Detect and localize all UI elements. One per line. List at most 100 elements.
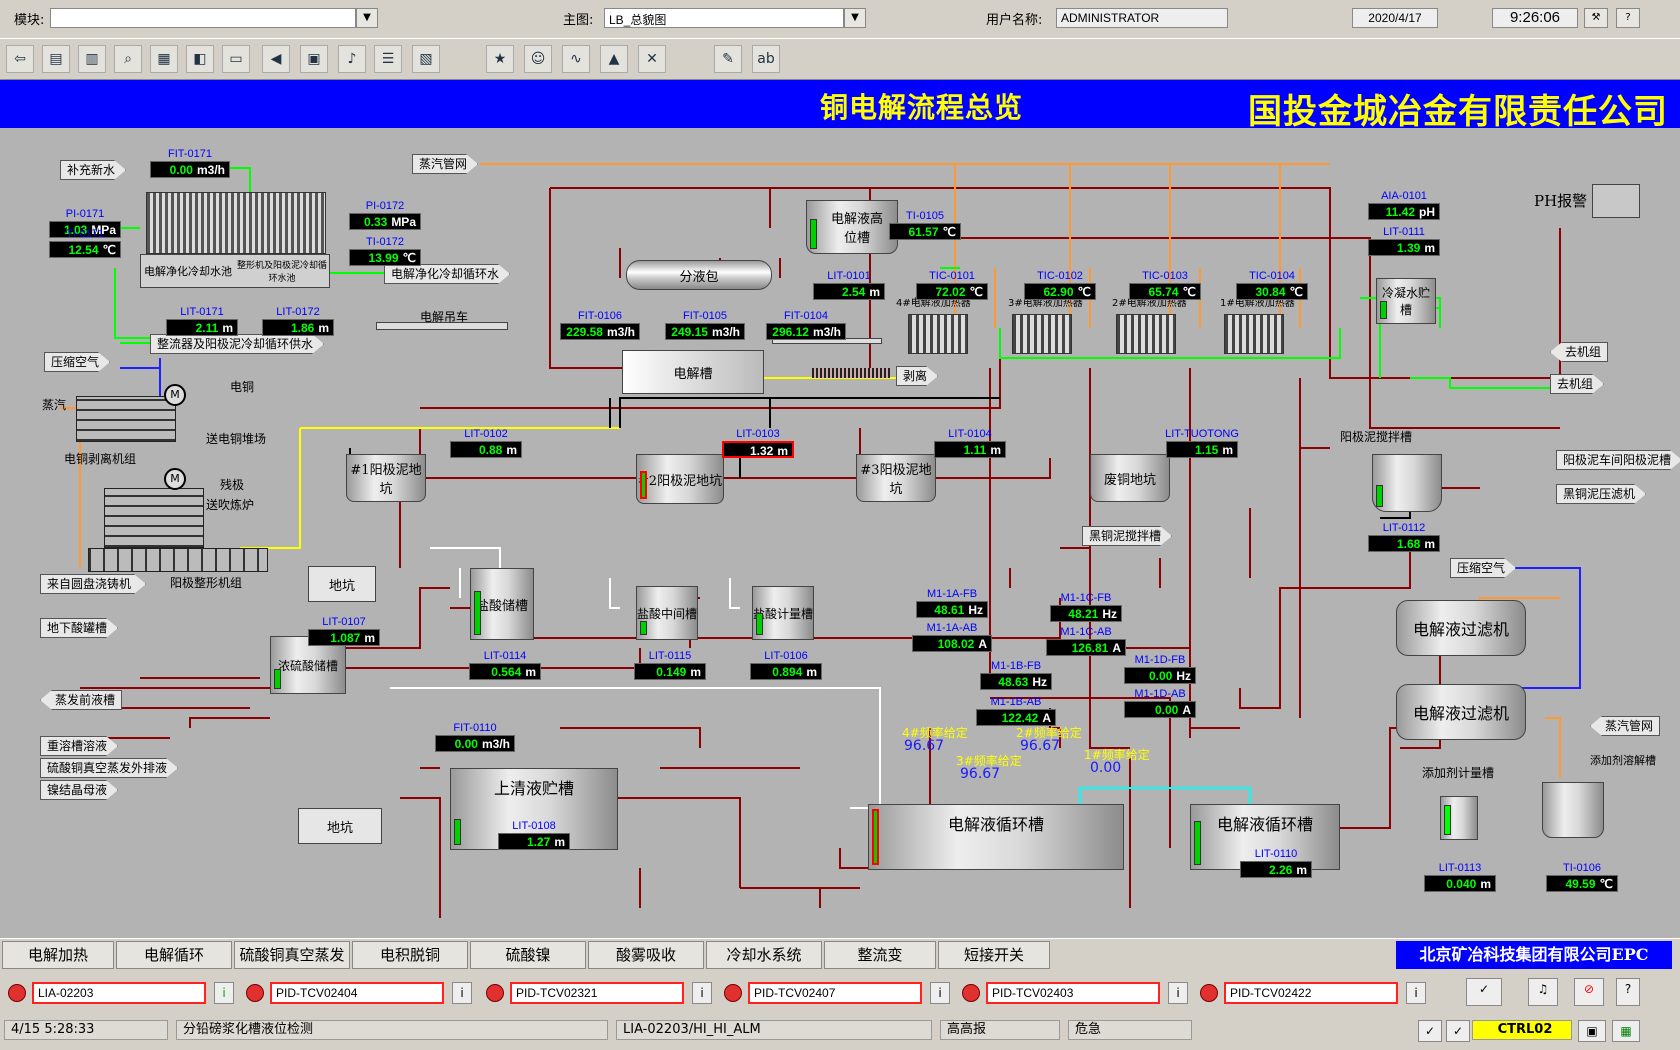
circulation-tank-2[interactable]: 电解液循环槽 [1190,804,1340,870]
slurry-pit-3[interactable]: #3阳极泥地坑 [856,454,936,502]
nav-button[interactable]: 电解循环 [116,941,232,969]
grid-icon[interactable]: ▦ [150,45,178,73]
instrument-value[interactable]: 13.99℃ [349,249,421,266]
nav-button[interactable]: 硫酸铜真空蒸发 [234,941,350,969]
tools-icon[interactable]: ✕ [638,45,666,73]
alarm-item[interactable]: PID-TCV02422 [1224,982,1398,1004]
exit-icon[interactable]: ⇦ [6,45,34,73]
trend-icon[interactable]: ∿ [562,45,590,73]
edit-icon[interactable]: ✎ [714,45,742,73]
instrument-value[interactable]: 72.02℃ [916,283,988,300]
fenye-tank[interactable]: 分液包 [626,260,772,290]
heater-1[interactable] [1224,314,1284,354]
users-icon[interactable]: ☺ [524,45,552,73]
data-icon[interactable]: ★ [486,45,514,73]
instrument-value[interactable]: 49.59℃ [1546,875,1618,892]
grid-status-icon[interactable]: ▦ [1612,1020,1640,1042]
columns-icon[interactable]: ▥ [78,45,106,73]
slurry-pit-2[interactable]: #2阳极泥地坑 [636,454,724,504]
alarm-info-button[interactable]: i [1168,982,1188,1004]
alarm-info-button[interactable]: i [1406,982,1426,1004]
condensate-tank[interactable]: 冷凝水贮槽 [1376,278,1436,324]
back-icon[interactable]: ◀ [262,45,290,73]
additive-dissolve-tank[interactable] [1542,782,1604,838]
alarm-item[interactable]: PID-TCV02321 [510,982,684,1004]
monitor-icon[interactable]: ▣ [1578,1020,1606,1042]
main-select[interactable]: LB_总貌图 [604,8,844,28]
alarm-icon[interactable] [486,984,504,1002]
search-icon[interactable]: ⌕ [114,45,142,73]
waste-pit[interactable]: 废铜地坑 [1090,454,1170,502]
filter-1[interactable]: 电解液过滤机 [1396,600,1526,656]
print-icon[interactable]: ▤ [42,45,70,73]
alarm-info-button[interactable]: i [452,982,472,1004]
instrument-value[interactable]: 65.74℃ [1129,283,1201,300]
circulation-tank-1[interactable]: 电解液循环槽 [868,804,1124,870]
hcl-meter[interactable]: 盐酸计量槽 [752,586,814,640]
alarm-help-button[interactable]: ? [1616,978,1640,1006]
alarm-item[interactable]: PID-TCV02403 [986,982,1160,1004]
instrument-value[interactable]: 61.57℃ [889,223,961,240]
heater-4[interactable] [908,314,968,354]
heater-2[interactable] [1116,314,1176,354]
pit-upper[interactable]: 地坑 [308,566,376,602]
freq-value-1[interactable]: 0.00 [1090,760,1122,776]
folder-icon[interactable]: ▭ [222,45,250,73]
module-select[interactable] [50,8,356,28]
alarm-icon[interactable] [8,984,26,1002]
freq-value-3[interactable]: 96.67 [960,766,1001,782]
instrument-value[interactable]: 12.54℃ [49,241,121,258]
alarm-item[interactable]: PID-TCV02404 [270,982,444,1004]
slurry-pit-1[interactable]: #1阳极泥地坑 [346,454,426,502]
alarm-icon[interactable] [246,984,264,1002]
alarm-info-button[interactable]: i [692,982,712,1004]
freq-value-2[interactable]: 96.67 [1020,738,1061,754]
stop-icon[interactable]: ⊘ [1574,978,1604,1006]
anode-mix-tank[interactable] [1372,454,1442,512]
nav-button[interactable]: 整流变 [824,941,936,969]
module-dropdown-icon[interactable]: ▼ [356,8,378,28]
alarm-item[interactable]: PID-TCV02407 [748,982,922,1004]
alarm-icon[interactable] [724,984,742,1002]
hcl-middle[interactable]: 盐酸中间槽 [636,586,698,640]
nav-button[interactable]: 电解加热 [2,941,114,969]
instrument-value[interactable]: 30.84℃ [1236,283,1308,300]
nav-button[interactable]: 酸雾吸收 [588,941,704,969]
filter-2[interactable]: 电解液过滤机 [1396,684,1526,740]
abc-icon[interactable]: ab [752,45,780,73]
tool-icon[interactable]: ⚒ [1584,8,1608,28]
alarm-info-button[interactable]: i [930,982,950,1004]
compare-icon[interactable]: ◧ [186,45,214,73]
high-level-tank[interactable]: 电解液高位槽 [806,200,898,254]
window-icon[interactable]: ▣ [300,45,328,73]
hcl-storage[interactable]: 盐酸储槽 [470,568,534,640]
freq-value-4[interactable]: 96.67 [904,738,945,754]
alarm-icon[interactable] [1200,984,1218,1002]
help-button[interactable]: ? [1616,8,1640,28]
bell-icon[interactable]: ♪ [338,45,366,73]
